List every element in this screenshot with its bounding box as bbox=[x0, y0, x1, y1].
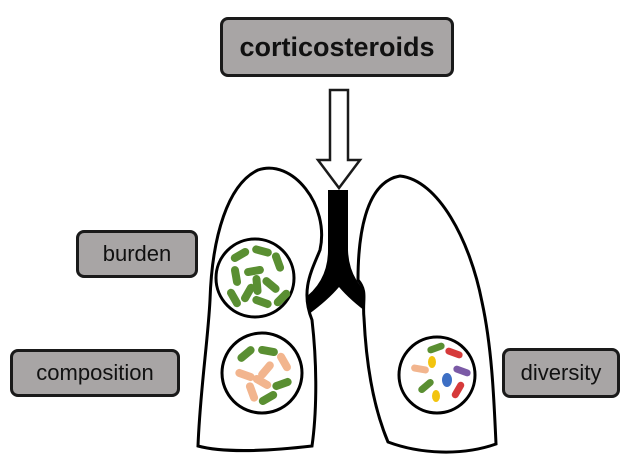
burden-label: burden bbox=[76, 230, 198, 278]
composition-label: composition bbox=[10, 349, 180, 397]
diversity-label: diversity bbox=[502, 348, 620, 398]
burden-bacteria-circle bbox=[214, 237, 296, 319]
green-bacteria-group bbox=[227, 245, 291, 309]
composition-bacteria-circle bbox=[220, 331, 304, 415]
diversity-bacteria-circle bbox=[397, 335, 477, 415]
corticosteroids-label: corticosteroids bbox=[220, 17, 454, 77]
mixed-bacteria-group bbox=[235, 345, 292, 405]
down-arrow bbox=[315, 88, 363, 191]
diverse-bacteria-group bbox=[411, 342, 471, 402]
trachea bbox=[302, 190, 376, 314]
